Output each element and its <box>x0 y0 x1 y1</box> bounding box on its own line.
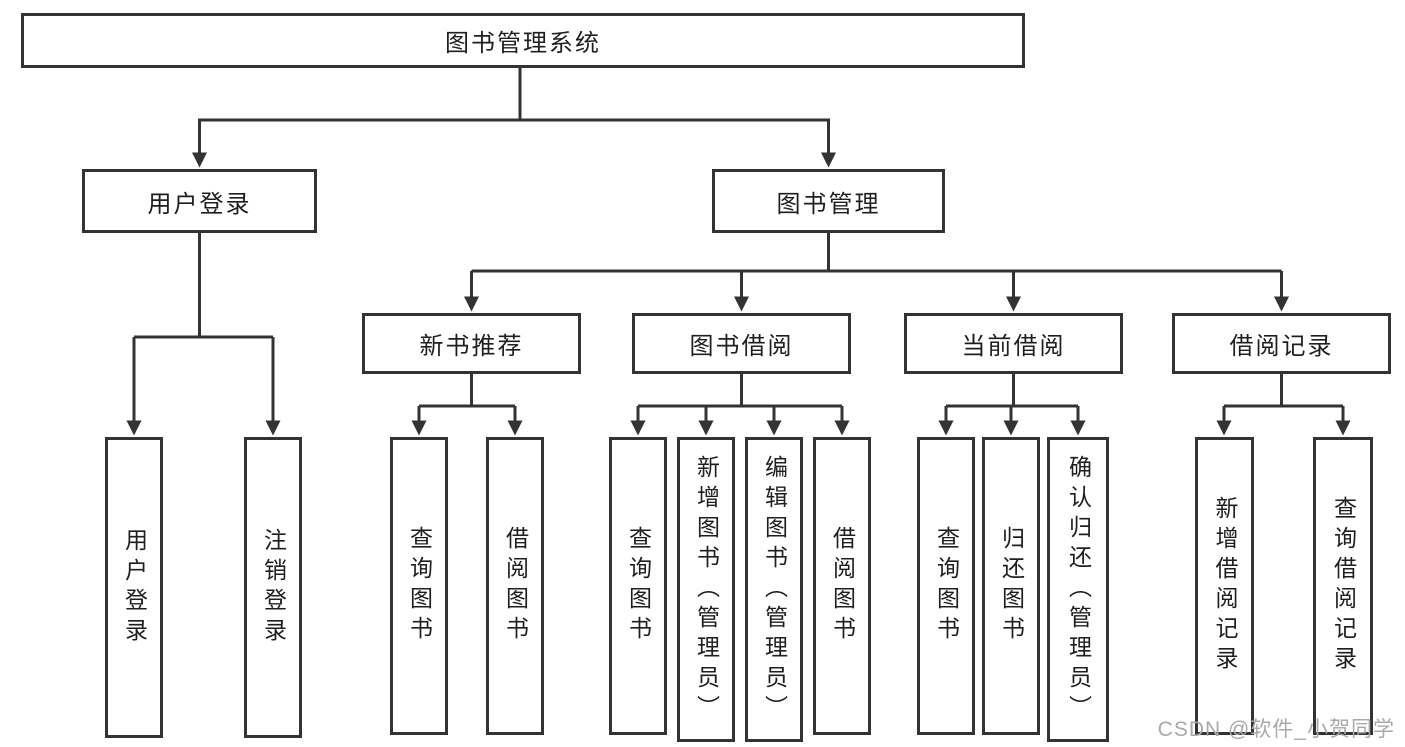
leaf-add-book-admin-label: 新增图书（管理员） <box>693 454 720 725</box>
leaf-borrow-book-2: 借阅图书 <box>813 437 871 735</box>
leaf-edit-book-admin: 编辑图书（管理员） <box>745 437 803 742</box>
leaf-confirm-return-admin-label: 确认归还（管理员） <box>1065 454 1092 725</box>
leaf-return-book: 归还图书 <box>982 437 1040 735</box>
leaf-user-login: 用户登录 <box>105 437 163 738</box>
leaf-confirm-return-admin: 确认归还（管理员） <box>1047 437 1109 742</box>
node-book-borrow: 图书借阅 <box>632 313 851 374</box>
csdn-watermark: CSDN @软件_小贺同学 <box>1157 718 1395 741</box>
node-current-borrow-label: 当前借阅 <box>961 333 1066 360</box>
leaf-search-book-2: 查询图书 <box>609 437 667 735</box>
leaf-borrow-book-2-label: 借阅图书 <box>829 526 856 646</box>
node-book-management-label: 图书管理 <box>776 190 881 218</box>
node-borrow-records-label: 借阅记录 <box>1229 333 1334 360</box>
leaf-add-borrow-record-label: 新增借阅记录 <box>1212 496 1238 676</box>
leaf-add-book-admin: 新增图书（管理员） <box>677 437 735 742</box>
leaf-search-borrow-record: 查询借阅记录 <box>1313 437 1373 735</box>
leaf-search-borrow-record-label: 查询借阅记录 <box>1330 496 1357 676</box>
leaf-logout: 注销登录 <box>244 437 302 738</box>
node-new-book-recommend: 新书推荐 <box>362 313 581 374</box>
leaf-return-book-label: 归还图书 <box>998 526 1025 646</box>
leaf-borrow-book-1: 借阅图书 <box>486 437 544 735</box>
node-borrow-records: 借阅记录 <box>1172 313 1391 374</box>
node-book-borrow-label: 图书借阅 <box>689 333 794 360</box>
leaf-user-login-label: 用户登录 <box>121 527 148 648</box>
node-user-login: 用户登录 <box>82 169 317 233</box>
node-root-system: 图书管理系统 <box>21 13 1025 68</box>
leaf-edit-book-admin-label: 编辑图书（管理员） <box>761 454 788 725</box>
leaf-search-book-3-label: 查询图书 <box>933 526 960 646</box>
node-current-borrow: 当前借阅 <box>904 313 1123 374</box>
leaf-search-book-2-label: 查询图书 <box>625 526 652 646</box>
leaf-logout-label: 注销登录 <box>260 527 287 648</box>
leaf-borrow-book-1-label: 借阅图书 <box>502 526 529 646</box>
leaf-add-borrow-record: 新增借阅记录 <box>1195 437 1254 735</box>
leaf-search-book-1-label: 查询图书 <box>406 526 433 646</box>
node-user-login-label: 用户登录 <box>147 190 252 218</box>
leaf-search-book-3: 查询图书 <box>917 437 975 735</box>
node-root-system-label: 图书管理系统 <box>445 30 601 57</box>
node-new-book-recommend-label: 新书推荐 <box>419 333 524 360</box>
leaf-search-book-1: 查询图书 <box>390 437 448 735</box>
node-book-management: 图书管理 <box>712 169 945 233</box>
